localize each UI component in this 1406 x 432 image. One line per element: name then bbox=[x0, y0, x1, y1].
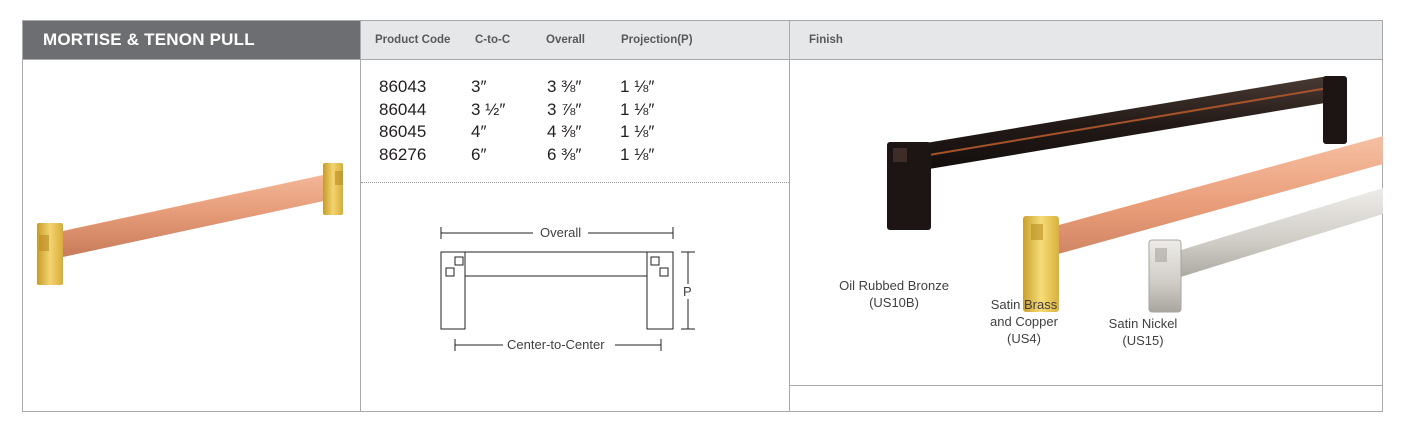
projection-label: P bbox=[683, 284, 692, 299]
row-projection: 1 ⅛″ bbox=[620, 145, 655, 164]
finish-name: Satin Brass bbox=[990, 297, 1058, 312]
row-ctc: 3″ bbox=[471, 77, 487, 96]
header-c-to-c: C-to-C bbox=[475, 34, 511, 46]
center-to-center-label: Center-to-Center bbox=[507, 337, 605, 352]
product-title: MORTISE & TENON PULL bbox=[43, 30, 255, 49]
dimension-diagram: Overall P Center-to-Center bbox=[440, 225, 695, 352]
header-product-code: Product Code bbox=[375, 34, 451, 46]
row-overall: 3 ⅜″ bbox=[547, 77, 582, 96]
header-overall: Overall bbox=[546, 34, 585, 46]
overall-label: Overall bbox=[540, 225, 581, 240]
row-ctc: 6″ bbox=[471, 145, 487, 164]
table-header-band bbox=[361, 21, 789, 59]
row-overall: 3 ⅞″ bbox=[547, 100, 582, 119]
finish-code: (US10B) bbox=[869, 295, 919, 310]
row-projection: 1 ⅛″ bbox=[620, 77, 655, 96]
row-projection: 1 ⅛″ bbox=[620, 100, 655, 119]
finish-caption-satin-brass-copper: Satin Brass and Copper (US4) bbox=[969, 296, 1079, 347]
finish-name: Satin Nickel bbox=[1108, 316, 1178, 331]
finish-name: Oil Rubbed Bronze bbox=[839, 278, 949, 293]
row-ctc: 4″ bbox=[471, 122, 487, 141]
finish-bottom-divider bbox=[790, 385, 1382, 386]
row-code: 86045 bbox=[379, 122, 427, 141]
row-ctc: 3 ½″ bbox=[471, 100, 506, 119]
row-projection: 1 ⅛″ bbox=[620, 122, 655, 141]
column-divider-left bbox=[360, 21, 361, 411]
row-overall: 6 ⅜″ bbox=[547, 145, 582, 164]
section-divider bbox=[361, 182, 789, 183]
row-code: 86276 bbox=[379, 145, 427, 164]
product-sheet: MORTISE & TENON PULL Product Code C-to-C… bbox=[22, 20, 1383, 412]
column-divider-right bbox=[789, 21, 790, 411]
header-finish: Finish bbox=[809, 34, 843, 46]
finish-name-cont: and Copper bbox=[990, 314, 1058, 329]
finish-code: (US15) bbox=[1122, 333, 1164, 348]
product-title-bar: MORTISE & TENON PULL bbox=[23, 21, 360, 59]
header-divider bbox=[23, 59, 1382, 60]
header-projection: Projection(P) bbox=[621, 34, 693, 46]
finish-photo bbox=[887, 76, 1383, 313]
row-code: 86044 bbox=[379, 100, 427, 119]
finish-header-band bbox=[790, 21, 1382, 59]
pull-photo bbox=[37, 163, 343, 285]
finish-caption-satin-nickel: Satin Nickel (US15) bbox=[1093, 315, 1193, 349]
finish-caption-oil-rubbed-bronze: Oil Rubbed Bronze (US10B) bbox=[824, 277, 964, 311]
row-overall: 4 ⅜″ bbox=[547, 122, 582, 141]
finish-code: (US4) bbox=[1007, 331, 1041, 346]
row-code: 86043 bbox=[379, 77, 427, 96]
